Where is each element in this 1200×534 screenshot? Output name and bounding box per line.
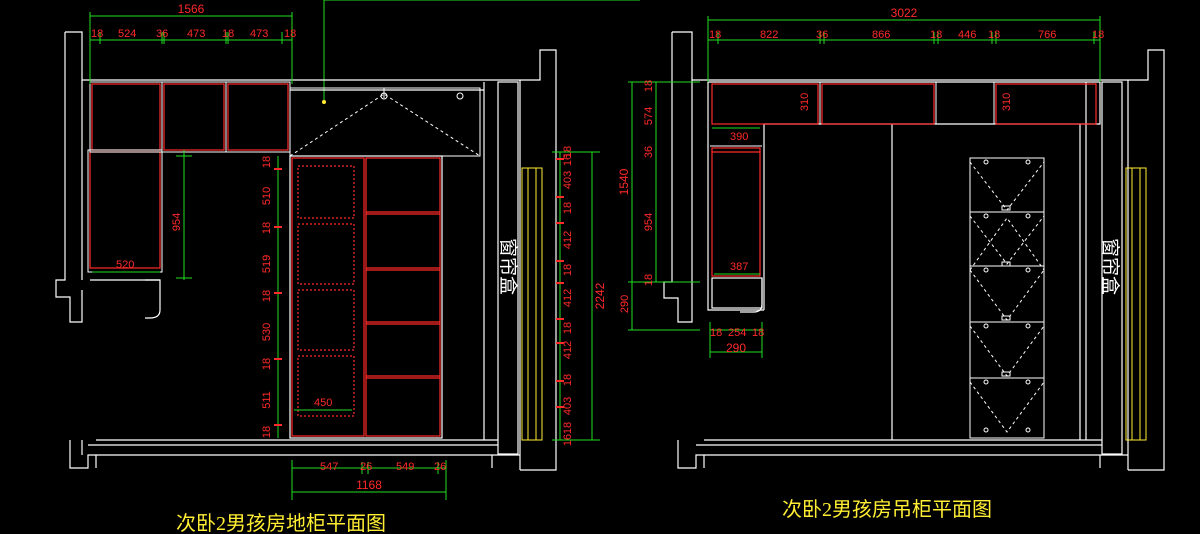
right-left-chain-2: 574 (643, 107, 655, 125)
right-dimension-lines (628, 16, 1101, 358)
right-left-chain-5: 18 (643, 274, 655, 286)
inner-chain-2: 510 (261, 187, 273, 205)
right-top-seg-3: 36 (816, 29, 828, 41)
right-top-seg-8: 766 (1038, 29, 1056, 41)
right-plan-title: 次卧2男孩房吊柜平面图 (782, 498, 992, 521)
right-left-chain-1: 18 (643, 80, 655, 92)
inner-chain-3: 18 (261, 222, 273, 234)
right-top-seg-5: 18 (930, 29, 942, 41)
left-upper-cabinets (89, 83, 289, 269)
right-chain-8: 18 (562, 322, 574, 334)
left-floor-cabinet (289, 155, 443, 439)
left-walls (55, 31, 557, 471)
right-chain-10: 18 (562, 374, 574, 386)
right-left-chain-3: 36 (643, 146, 655, 158)
right-top-seg-9: 18 (1092, 29, 1104, 41)
inner-chain-9: 18 (261, 426, 273, 438)
right-top-seg-1: 18 (709, 29, 721, 41)
right-chain-11: 403 (562, 397, 574, 415)
left-top-overall: 1566 (178, 2, 205, 16)
left-top-seg-4: 473 (187, 28, 205, 40)
right-left-chain-4: 954 (643, 213, 655, 231)
right-bottom-overall: 290 (726, 341, 746, 355)
left-bottom-seg-1: 547 (320, 461, 338, 473)
right-bottom-seg-2: 254 (728, 327, 746, 339)
left-top-seg-7: 18 (284, 28, 296, 40)
right-chain-9: 412 (562, 341, 574, 359)
right-chain-12: 18 (562, 422, 574, 434)
left-vertical-954: 954 (171, 213, 183, 231)
left-bottom-seg-2: 26 (360, 461, 372, 473)
left-bottom-overall: 1168 (356, 478, 382, 492)
right-chain-6: 18 (562, 264, 574, 276)
left-top-seg-3: 36 (156, 28, 168, 40)
right-top-overall: 3022 (891, 6, 918, 20)
right-bottom-seg-3: 18 (752, 327, 764, 339)
left-window-box (521, 167, 543, 441)
right-plan: 3022 18 822 36 866 18 446 18 766 18 18 5… (617, 6, 1165, 521)
left-window-label: 窗帘盒 (497, 238, 519, 295)
right-left-lower: 290 (619, 295, 631, 313)
right-walls (663, 31, 1165, 471)
inner-chain-1: 18 (261, 156, 273, 168)
right-chain-7: 412 (562, 289, 574, 307)
inner-chain-8: 511 (261, 391, 273, 409)
inner-chain-5: 18 (261, 290, 273, 302)
right-chain-2: 18 (562, 146, 574, 158)
left-bottom-seg-4: 26 (434, 461, 446, 473)
right-chain-13: 16 (562, 434, 574, 446)
right-top-seg-7: 18 (988, 29, 1000, 41)
right-top-seg-6: 446 (958, 29, 976, 41)
right-chain-3: 403 (562, 171, 574, 189)
left-horizontal-520: 520 (116, 259, 134, 271)
right-inner-390: 390 (730, 131, 748, 143)
right-window-label: 窗帘盒 (1099, 238, 1121, 295)
right-bottom-seg-1: 18 (710, 327, 722, 339)
right-inner-310-a: 310 (799, 93, 811, 111)
left-dimension-lines (89, 12, 600, 500)
right-chain-5: 412 (562, 231, 574, 249)
right-top-seg-2: 822 (760, 29, 778, 41)
right-upper-cabinets (711, 83, 1097, 277)
left-top-seg-6: 473 (250, 28, 268, 40)
left-dim-ticks (274, 158, 564, 426)
inner-chain-6: 530 (261, 323, 273, 341)
left-plan-title: 次卧2男孩房地柜平面图 (176, 512, 386, 534)
left-inner-width: 450 (314, 397, 332, 409)
right-inner-387: 387 (730, 261, 748, 273)
right-window-box (1125, 167, 1147, 441)
left-right-chain: 16 403 18 412 18 412 18 412 18 403 18 16… (562, 146, 607, 446)
right-overall: 2242 (593, 282, 607, 309)
right-top-seg-4: 866 (872, 29, 890, 41)
left-inner-chain: 18 510 18 519 18 530 18 511 18 (261, 156, 273, 438)
right-left-overall: 1540 (617, 168, 631, 195)
left-top-seg-2: 524 (118, 28, 136, 40)
right-chain-1: 16 (562, 154, 574, 166)
left-wardrobe-top (289, 87, 481, 157)
left-bottom-seg-3: 549 (396, 461, 414, 473)
right-chain-4: 18 (562, 202, 574, 214)
left-top-seg-1: 18 (91, 28, 103, 40)
left-top-seg-5: 18 (222, 28, 234, 40)
inner-chain-4: 519 (261, 255, 273, 273)
left-plan: 1566 18 524 36 473 18 473 18 954 520 16 … (55, 0, 640, 534)
right-tall-cabinet (969, 157, 1045, 439)
inner-chain-7: 18 (261, 358, 273, 370)
right-inner-310-b: 310 (1001, 93, 1013, 111)
